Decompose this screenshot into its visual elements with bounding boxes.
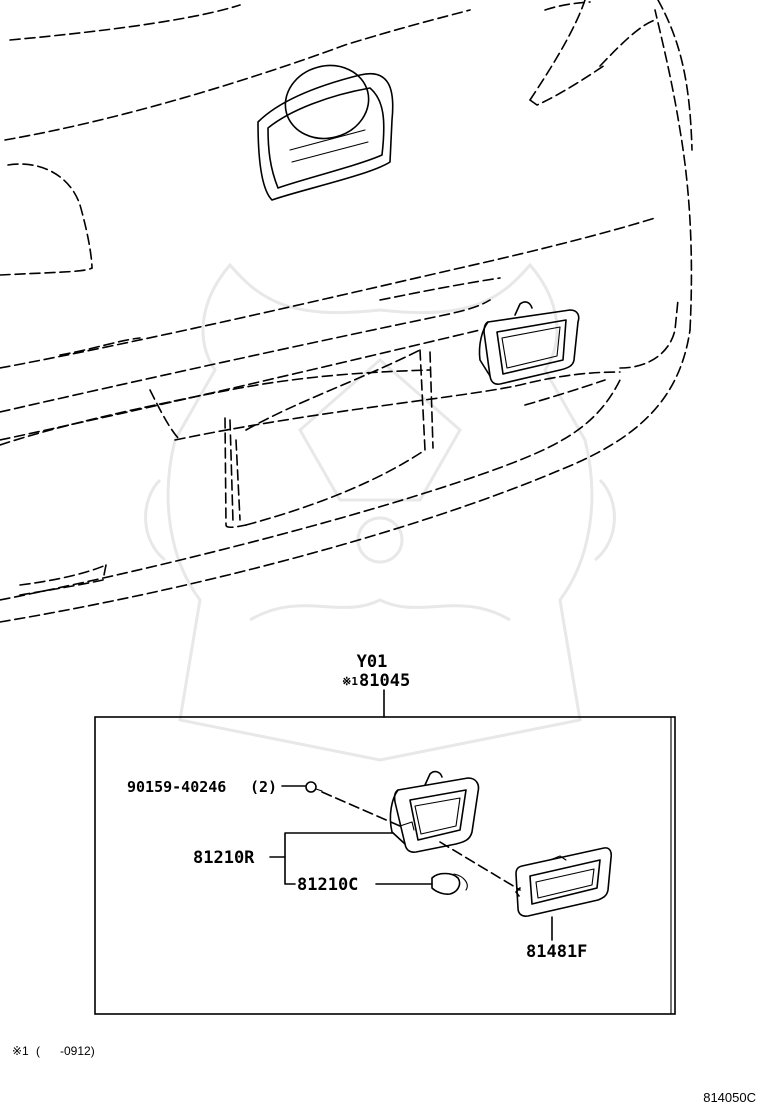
lens-part: 81481F [515, 847, 613, 962]
lamp-leader-lines: 81210R 81210C [193, 832, 433, 895]
assembly-callout: Y01 ※1 81045 [342, 652, 410, 718]
exploded-view-frame [94, 716, 676, 1015]
footnote-mark: ※1 [12, 1044, 29, 1058]
group-code-label: Y01 [357, 652, 388, 672]
screw-part: 90159-40246 (2) [127, 778, 401, 827]
lens-part-label: 81481F [526, 942, 587, 962]
bulb-part-label: 81210C [297, 875, 358, 895]
screw-qty-label: (2) [250, 778, 277, 796]
watermark-emblem [144, 262, 616, 762]
installed-lamp [478, 301, 580, 385]
screw-part-label: 90159-40246 [127, 778, 226, 796]
footnote-text: ( -0912) [36, 1044, 95, 1058]
figure-code: 814050C [703, 1090, 756, 1105]
vehicle-rear-outline [0, 0, 693, 623]
lamp-assembly-part [389, 770, 521, 891]
bulb-part [431, 872, 468, 895]
assembly-part-label: 81045 [359, 671, 410, 691]
rear-lamp-opening [257, 64, 394, 201]
lamp-part-label: 81210R [193, 848, 255, 868]
assembly-note-mark: ※1 [342, 675, 358, 688]
